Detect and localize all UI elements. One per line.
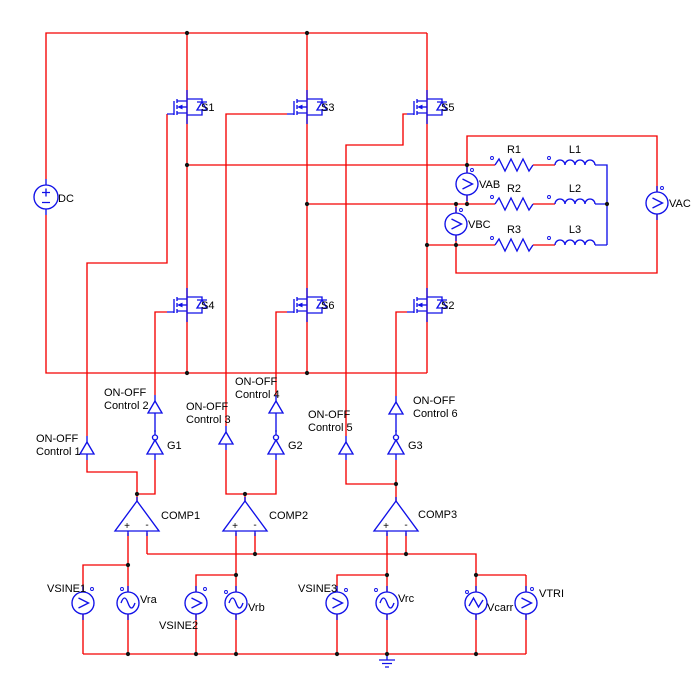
onoff-control-6[interactable]	[388, 395, 404, 421]
label-r3[interactable]: R3	[507, 224, 521, 236]
wire-s2-gate[interactable]	[395, 311, 407, 396]
wire-s4-gate[interactable]	[154, 311, 167, 395]
label-control5-line1[interactable]: ON-OFF	[308, 409, 350, 421]
label-s6[interactable]: S6	[321, 300, 334, 312]
label-l2[interactable]: L2	[569, 183, 581, 195]
label-control1-line1[interactable]: ON-OFF	[36, 433, 78, 445]
wire-vsine3-branch[interactable]	[336, 574, 387, 654]
label-control3-line2[interactable]: Control 3	[186, 414, 231, 426]
not-gate-g1[interactable]	[146, 429, 164, 461]
label-control4-line1[interactable]: ON-OFF	[235, 376, 277, 388]
sine-source-vrc[interactable]	[375, 585, 399, 621]
onoff-control-5[interactable]	[338, 435, 354, 461]
label-control2-line2[interactable]: Control 2	[104, 400, 149, 412]
wire-dc-negative-bottom-rail[interactable]	[45, 215, 427, 374]
wire-vsine1-branch[interactable]	[82, 564, 128, 654]
wire-vsine2-branch[interactable]	[195, 574, 236, 654]
polarity-marks	[90, 156, 664, 594]
inductor-l2[interactable]	[554, 198, 596, 205]
resistor-r2[interactable]	[494, 197, 534, 211]
labels: DC S1 S3 S5 S4 S6 S2 R1 R2 R3 L1 L2 L3 V…	[36, 102, 691, 632]
label-comp3[interactable]: COMP3	[418, 509, 457, 521]
wire-s6-gate[interactable]	[275, 311, 287, 395]
label-l1[interactable]: L1	[569, 144, 581, 156]
label-control5-line2[interactable]: Control 5	[308, 422, 353, 434]
wire-comp1-to-g1[interactable]	[137, 460, 156, 495]
junction-dots	[125, 30, 610, 657]
not-gate-g2[interactable]	[267, 429, 285, 461]
comp1-plus-sign: +	[124, 521, 130, 532]
onoff-control-1[interactable]	[79, 435, 95, 461]
inductor-l3[interactable]	[554, 239, 596, 246]
label-g3[interactable]: G3	[408, 440, 423, 452]
comp2-plus-sign: +	[232, 521, 238, 532]
label-control2-line1[interactable]: ON-OFF	[104, 387, 146, 399]
comp2-minus-sign: -	[253, 520, 256, 531]
wire-s5-gate[interactable]	[345, 113, 407, 436]
comp1-minus-sign: -	[145, 520, 148, 531]
label-control6-line2[interactable]: Control 6	[413, 408, 458, 420]
comp3-minus-sign: -	[404, 520, 407, 531]
wire-carrier[interactable]	[147, 553, 526, 576]
label-vrc[interactable]: Vrc	[398, 593, 415, 605]
wire-comp2-branches[interactable]	[225, 450, 277, 495]
comparator-comp2[interactable]	[222, 496, 268, 537]
sine-source-vra[interactable]	[116, 585, 140, 621]
comparator-comp3[interactable]	[373, 496, 419, 537]
label-s1[interactable]: S1	[201, 102, 214, 114]
label-g1[interactable]: G1	[167, 440, 182, 452]
label-vsine2[interactable]: VSINE2	[159, 620, 198, 632]
inductor-l1[interactable]	[554, 159, 596, 166]
label-s3[interactable]: S3	[321, 102, 334, 114]
sine-source-vrb[interactable]	[224, 585, 248, 621]
wire-dc-positive-top-rail[interactable]	[45, 32, 427, 179]
label-s4[interactable]: S4	[201, 300, 214, 312]
comparator-comp1[interactable]	[114, 496, 160, 537]
label-vbc[interactable]: VBC	[468, 219, 491, 231]
label-vrb[interactable]: Vrb	[248, 602, 265, 614]
voltmeter-vsine2[interactable]	[184, 585, 208, 621]
label-vsine3[interactable]: VSINE3	[298, 583, 337, 595]
wire-comp1-to-ctrl1[interactable]	[86, 460, 138, 494]
voltmeter-vab[interactable]	[455, 166, 479, 202]
wire-s3-gate[interactable]	[225, 113, 287, 426]
resistor-r1[interactable]	[494, 158, 534, 172]
label-control4-line2[interactable]: Control 4	[235, 389, 280, 401]
label-comp2[interactable]: COMP2	[269, 510, 308, 522]
label-vra[interactable]: Vra	[140, 594, 158, 606]
label-dc[interactable]: DC	[58, 193, 74, 205]
voltmeter-vtri[interactable]	[514, 585, 538, 621]
label-g2[interactable]: G2	[288, 440, 303, 452]
label-vtri[interactable]: VTRI	[539, 588, 564, 600]
resistor-r3[interactable]	[494, 238, 534, 252]
voltmeter-vbc[interactable]	[444, 206, 468, 242]
label-s5[interactable]: S5	[441, 102, 454, 114]
wire-s1-gate[interactable]	[86, 114, 168, 436]
label-vab[interactable]: VAB	[479, 179, 500, 191]
label-s2[interactable]: S2	[441, 300, 454, 312]
label-vsine1[interactable]: VSINE1	[47, 583, 86, 595]
label-r2[interactable]: R2	[507, 183, 521, 195]
wire-comp3-branches[interactable]	[345, 460, 397, 485]
label-control1-line2[interactable]: Control 1	[36, 446, 81, 458]
label-control3-line1[interactable]: ON-OFF	[186, 401, 228, 413]
label-control6-line1[interactable]: ON-OFF	[413, 395, 455, 407]
label-l3[interactable]: L3	[569, 224, 581, 236]
onoff-control-2[interactable]	[147, 394, 163, 420]
dc-voltage-source[interactable]	[33, 178, 59, 216]
label-r1[interactable]: R1	[507, 144, 521, 156]
comp3-plus-sign: +	[383, 521, 389, 532]
label-comp1[interactable]: COMP1	[161, 510, 200, 522]
onoff-control-3[interactable]	[218, 425, 234, 451]
label-vcarr[interactable]: Vcarr	[487, 602, 514, 614]
label-vac[interactable]: VAC	[669, 198, 691, 210]
voltmeter-vac[interactable]	[645, 185, 669, 221]
not-gate-g3[interactable]	[387, 429, 405, 461]
